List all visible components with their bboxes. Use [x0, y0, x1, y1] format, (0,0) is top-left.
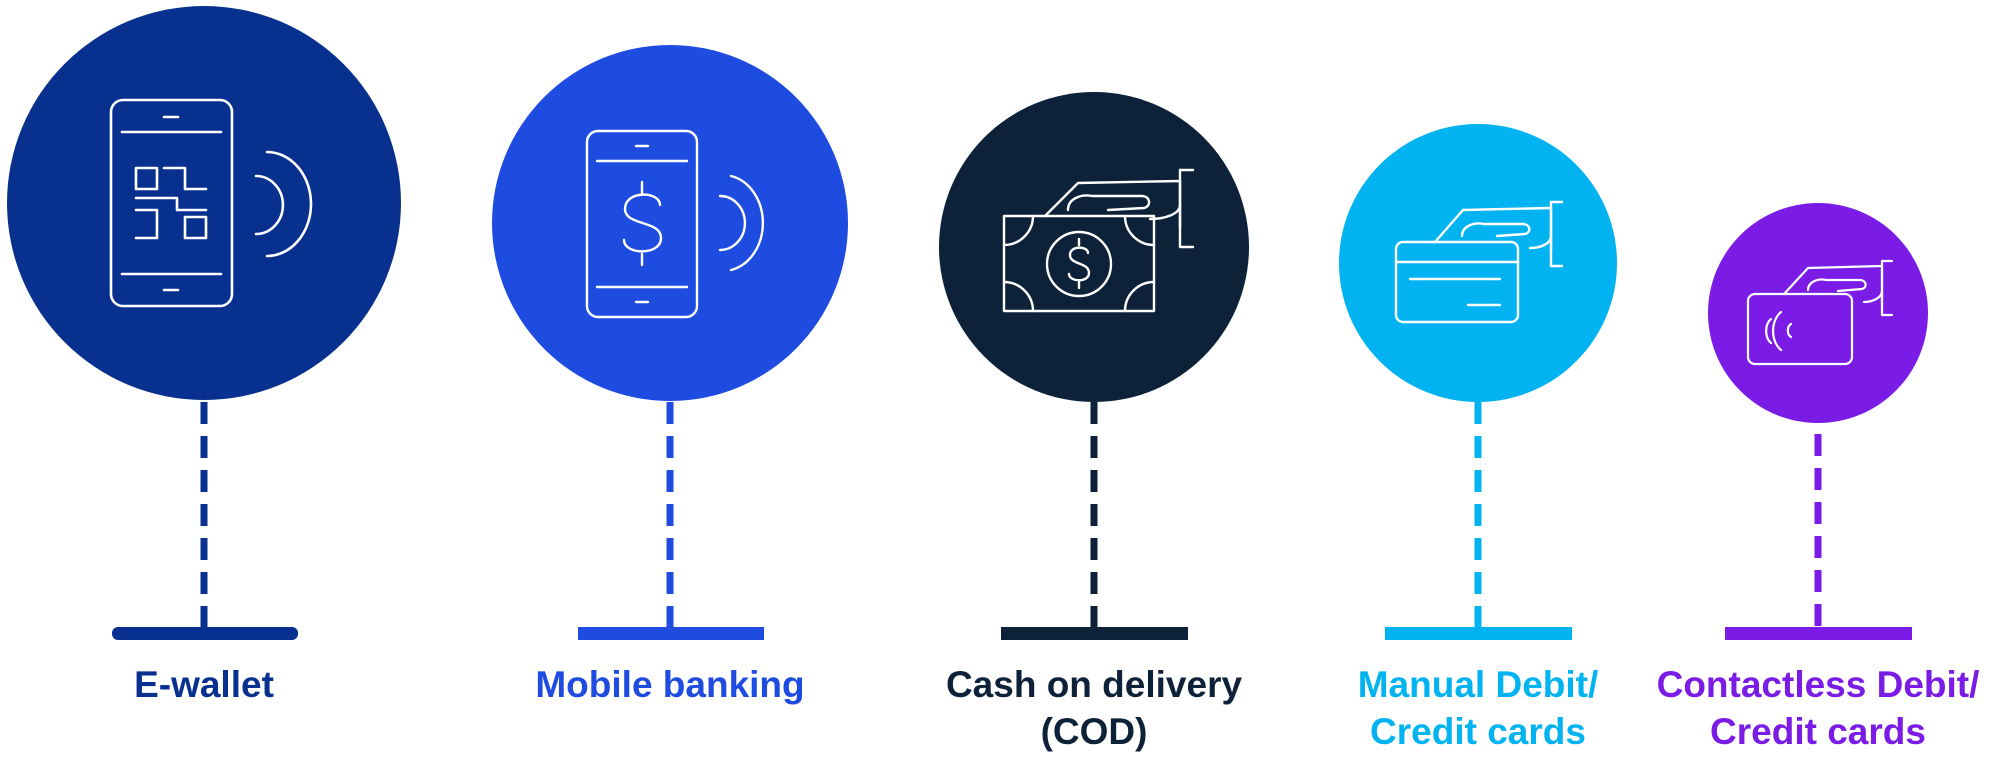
label-manual-card-line-2: Credit cards — [1370, 711, 1586, 752]
label-contactless-card-line-2: Credit cards — [1710, 711, 1926, 752]
e-wallet-base-bar — [112, 627, 298, 640]
label-manual-card: Manual Debit/ Credit cards — [1298, 661, 1658, 755]
method-cash-on-delivery — [939, 92, 1249, 640]
label-mobile-banking-line-1: Mobile banking — [535, 664, 805, 705]
label-mobile-banking: Mobile banking — [490, 661, 850, 708]
label-cash-on-delivery: Cash on delivery (COD) — [914, 661, 1274, 755]
label-e-wallet-line-1: E-wallet — [134, 664, 274, 705]
label-contactless-card: Contactless Debit/ Credit cards — [1638, 661, 1998, 755]
cash-on-delivery-base-bar — [1001, 627, 1188, 640]
contactless-card-base-bar — [1725, 627, 1912, 640]
mobile-banking-base-bar — [578, 627, 764, 640]
method-contactless-card — [1708, 203, 1928, 640]
label-cash-on-delivery-line-2: (COD) — [1040, 711, 1148, 752]
label-contactless-card-line-1: Contactless Debit/ — [1656, 664, 1980, 705]
manual-card-base-bar — [1385, 627, 1572, 640]
phone-dollar-icon — [585, 129, 765, 319]
contactless-card-circle — [1708, 203, 1928, 423]
phone-qr-icon — [109, 98, 313, 308]
hand-cash-icon — [1002, 168, 1195, 313]
method-e-wallet — [7, 6, 401, 640]
label-manual-card-line-1: Manual Debit/ — [1357, 664, 1599, 705]
hand-card-icon — [1394, 200, 1564, 324]
label-cash-on-delivery-line-1: Cash on delivery — [945, 664, 1243, 705]
cash-on-delivery-circle — [939, 92, 1249, 402]
mobile-banking-circle — [492, 45, 848, 401]
method-manual-card — [1339, 124, 1617, 640]
method-mobile-banking — [492, 45, 848, 640]
e-wallet-circle — [7, 6, 401, 400]
label-e-wallet: E-wallet — [24, 661, 384, 708]
hand-contactless-card-icon — [1746, 259, 1894, 366]
